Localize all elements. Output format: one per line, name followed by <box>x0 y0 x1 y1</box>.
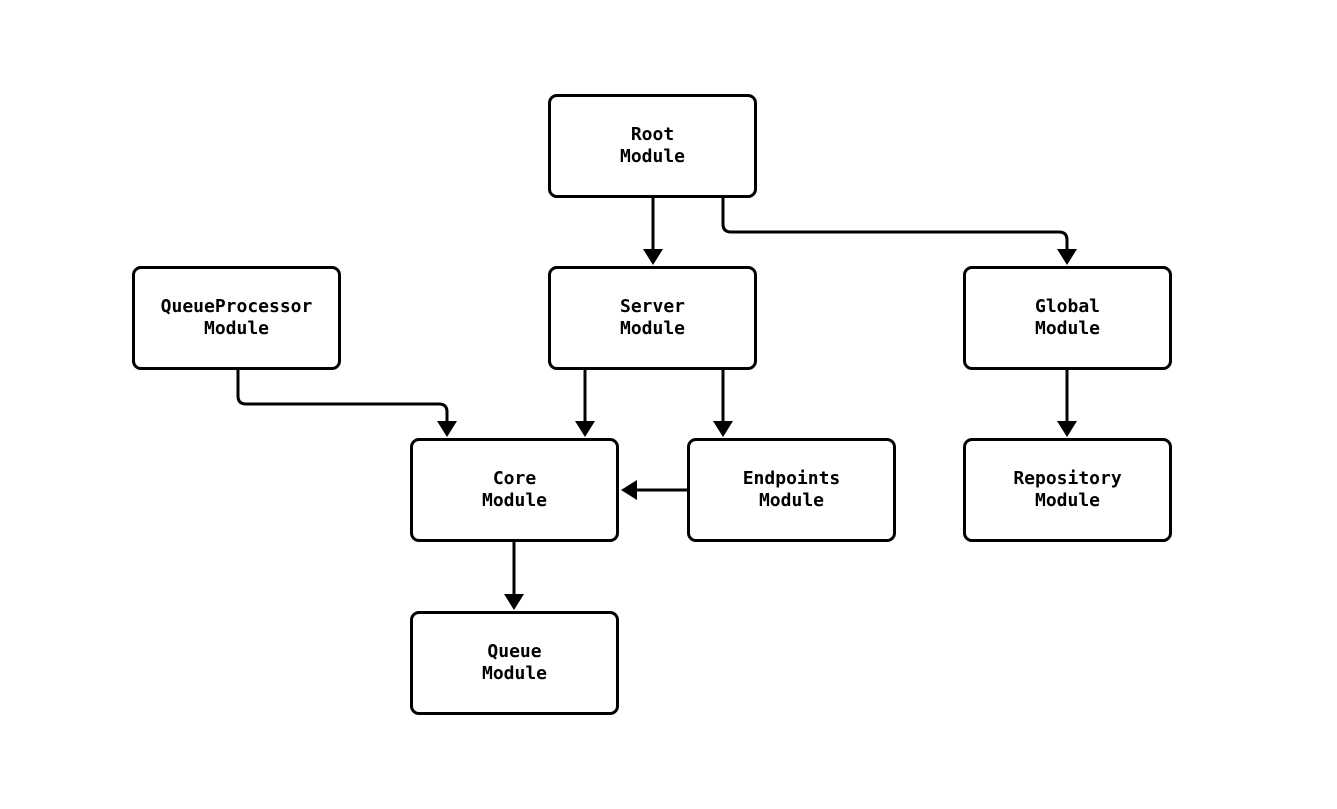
node-global-module-label: Global Module <box>1034 296 1101 339</box>
edge-line <box>721 196 1069 250</box>
arrowhead <box>643 249 663 265</box>
node-core-module: Core Module <box>410 438 619 542</box>
arrowhead <box>713 421 733 437</box>
node-server-module-label: Server Module <box>619 296 686 339</box>
node-queue-module: Queue Module <box>410 611 619 715</box>
node-root-module: Root Module <box>548 94 757 198</box>
node-server-module: Server Module <box>548 266 757 370</box>
node-endpoints-module: Endpoints Module <box>687 438 896 542</box>
node-repository-module-label: Repository Module <box>1013 468 1122 511</box>
node-root-module-label: Root Module <box>619 124 686 167</box>
arrowhead <box>504 594 524 610</box>
edge-server-to-core <box>575 369 595 437</box>
edge-core-to-queue <box>504 541 524 610</box>
edge-line <box>236 369 449 422</box>
arrowhead <box>575 421 595 437</box>
node-endpoints-module-label: Endpoints Module <box>742 468 841 511</box>
node-queueprocessor-module-label: QueueProcessor Module <box>160 296 313 339</box>
edge-global-to-repository <box>1057 369 1077 437</box>
edge-server-to-endpoints <box>713 369 733 437</box>
node-queue-module-label: Queue Module <box>481 641 548 684</box>
edge-root-to-server <box>643 196 663 265</box>
node-core-module-label: Core Module <box>481 468 548 511</box>
arrowhead <box>437 421 457 437</box>
edge-queueprocessor-to-core <box>236 369 457 437</box>
node-repository-module: Repository Module <box>963 438 1172 542</box>
arrowhead <box>621 480 637 500</box>
edge-endpoints-to-core <box>621 480 689 500</box>
arrowhead <box>1057 421 1077 437</box>
node-queueprocessor-module: QueueProcessor Module <box>132 266 341 370</box>
edge-root-to-global <box>721 196 1077 265</box>
arrowhead <box>1057 249 1077 265</box>
node-global-module: Global Module <box>963 266 1172 370</box>
